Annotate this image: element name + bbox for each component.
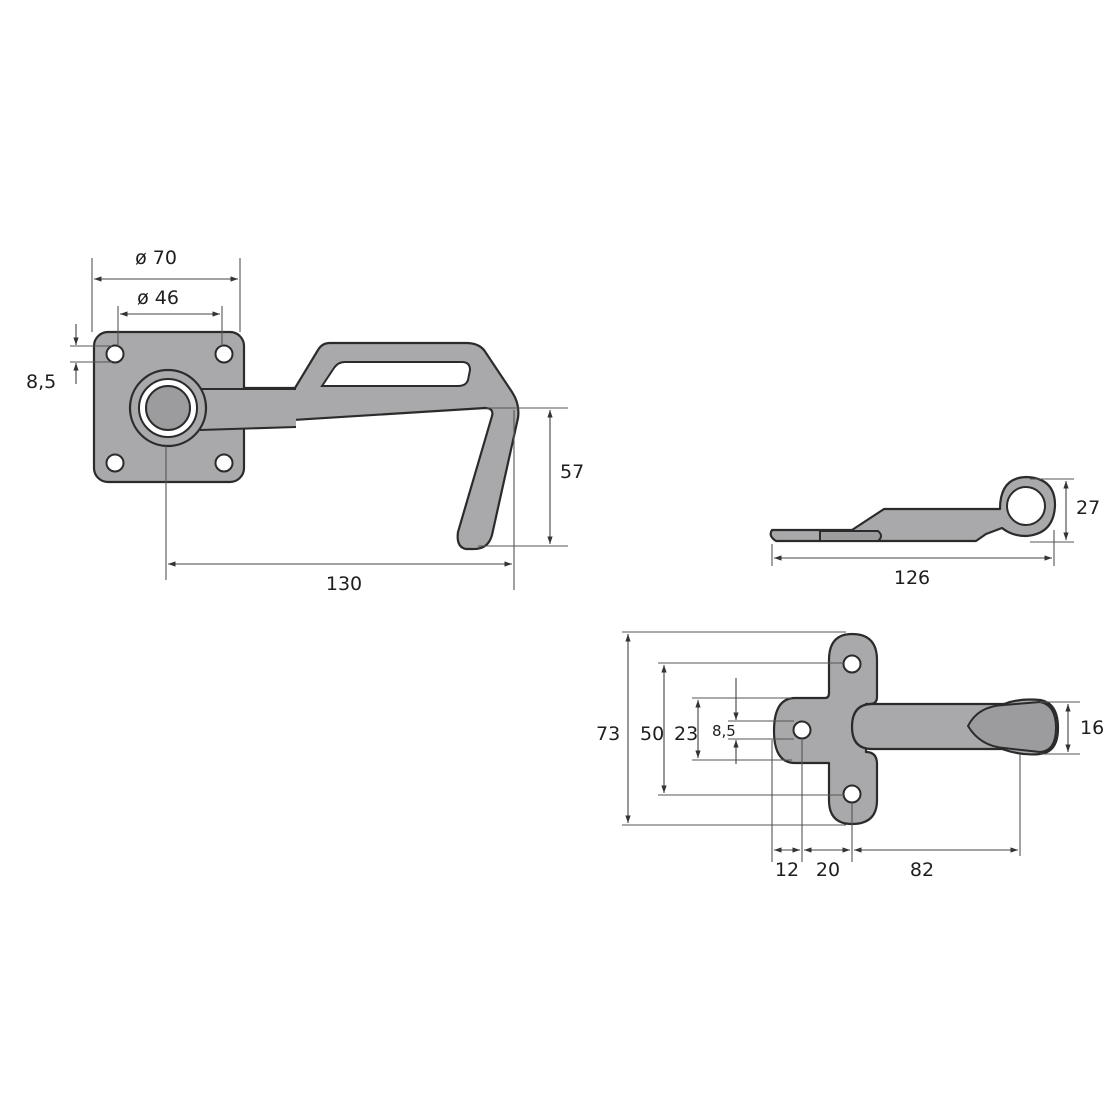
eye-hole [1006, 486, 1046, 526]
bolt-hole-bottom [842, 784, 862, 804]
bolt-hole-top [842, 654, 862, 674]
label-hook-height: 57 [560, 461, 584, 483]
pivot-boss-inner [145, 385, 191, 431]
bolt-cross-plate [772, 632, 879, 826]
bolt-latch-part: 73 50 23 8,5 16 12 20 82 [596, 631, 1104, 881]
label-bolt-left-offset: 12 [775, 859, 799, 881]
bolt-handle-grip [966, 700, 1058, 754]
label-bolt-handle-height: 16 [1080, 717, 1104, 739]
hook-arm-root [200, 389, 296, 430]
hook-slot [320, 361, 472, 387]
label-bolt-total-height: 73 [596, 723, 620, 745]
hook-latch-part: ø 70 ø 46 8,5 57 130 [26, 247, 584, 595]
eye-plate-part: 27 126 [769, 475, 1100, 589]
plate-hole-top-right [214, 344, 234, 364]
label-eye-height: 27 [1076, 497, 1100, 519]
plate-hole-bottom-left [105, 453, 125, 473]
plate-hole-top-left [105, 344, 125, 364]
eye-plate-body [769, 475, 1057, 543]
label-inner-diameter: ø 46 [137, 287, 179, 309]
label-bolt-hole-spacing: 50 [640, 723, 664, 745]
label-bolt-hole-size: 8,5 [712, 722, 736, 740]
label-bolt-center-width: 23 [674, 723, 698, 745]
bolt-hole-center [792, 720, 812, 740]
label-hole-size: 8,5 [26, 371, 56, 393]
label-bolt-center-offset: 20 [816, 859, 840, 881]
label-bolt-handle-length: 82 [910, 859, 934, 881]
label-outer-diameter: ø 70 [135, 247, 177, 269]
label-eye-length: 126 [894, 567, 930, 589]
eye-plate-pad [819, 530, 882, 542]
label-hook-length: 130 [326, 573, 362, 595]
plate-hole-bottom-right [214, 453, 234, 473]
